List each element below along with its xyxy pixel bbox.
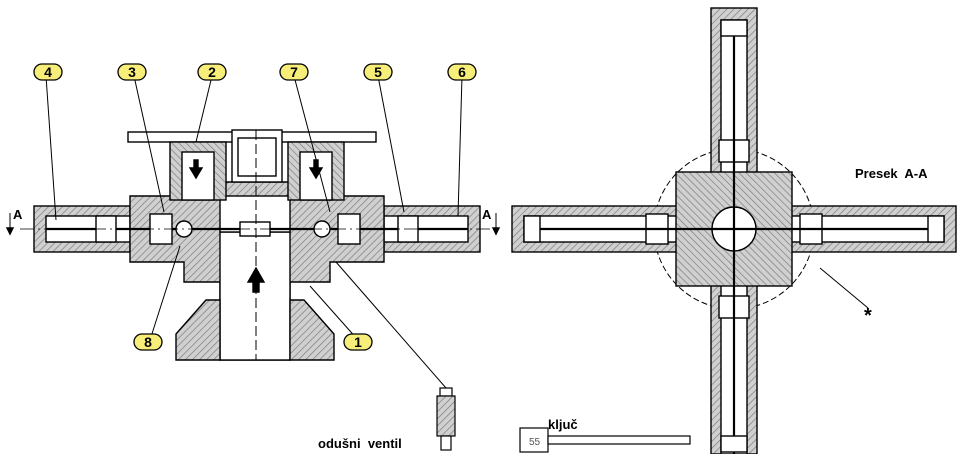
callout-2-label: 2 [208, 64, 216, 80]
callout-8-label: 8 [144, 334, 152, 350]
callout-2: 2 [197, 63, 227, 81]
callout-7-label: 7 [290, 64, 298, 80]
key-drawing: 55 [519, 427, 691, 453]
callout-5-label: 5 [374, 64, 382, 80]
cross-section-view [511, 7, 957, 455]
asterisk-marker: * [864, 305, 872, 327]
vent-valve-drawing [436, 387, 456, 451]
callout-3-label: 3 [128, 64, 136, 80]
callout-1-label: 1 [354, 334, 362, 350]
callout-8: 8 [133, 333, 163, 351]
vent-valve-label: odušni ventil [318, 436, 402, 451]
callout-4-label: 4 [44, 64, 52, 80]
callout-3: 3 [117, 63, 147, 81]
callout-4: 4 [33, 63, 63, 81]
callout-1: 1 [343, 333, 373, 351]
callout-7: 7 [279, 63, 309, 81]
callout-6: 6 [447, 63, 477, 81]
section-mark-right: A [482, 207, 492, 222]
section-title: Presek A-A [855, 166, 928, 181]
section-mark-left: A [13, 207, 23, 222]
left-section-view [5, 75, 501, 389]
svg-text:55: 55 [529, 437, 541, 448]
callout-6-label: 6 [458, 64, 466, 80]
callout-5: 5 [363, 63, 393, 81]
key-label: ključ [548, 417, 578, 432]
